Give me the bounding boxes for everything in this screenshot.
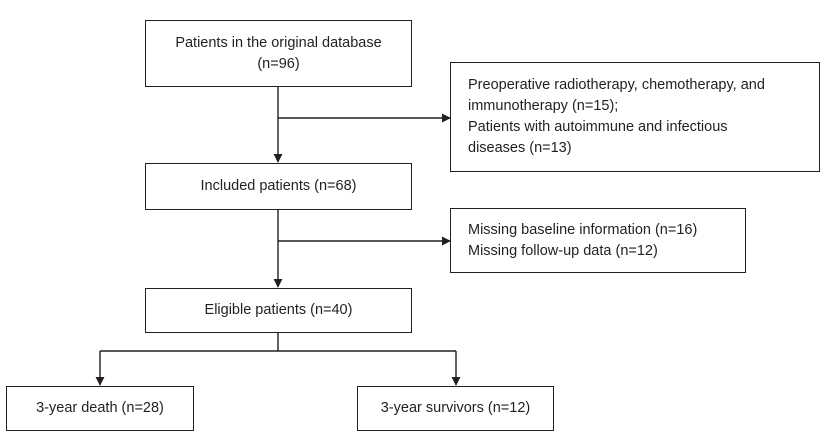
exclusion1-line1: Preoperative radiotherapy, chemotherapy,…: [468, 77, 765, 93]
original-database-count: (n=96): [257, 55, 300, 72]
box-three-year-death: 3-year death (n=28): [6, 386, 194, 431]
exclusion1-line2: immunotherapy (n=15);: [468, 98, 619, 114]
box-exclusion-treatment-disease: Preoperative radiotherapy, chemotherapy,…: [450, 62, 820, 172]
box-eligible-patients: Eligible patients (n=40): [145, 288, 412, 333]
three-year-death-label: 3-year death (n=28): [36, 400, 164, 416]
box-exclusion-missing-data: Missing baseline information (n=16) Miss…: [450, 208, 746, 273]
original-database-label: Patients in the original database: [175, 34, 382, 51]
exclusion2-line2: Missing follow-up data (n=12): [468, 242, 658, 259]
three-year-survivors-label: 3-year survivors (n=12): [380, 400, 531, 416]
box-included-patients: Included patients (n=68): [145, 163, 412, 210]
exclusion1-line3: Patients with autoimmune and infectious: [468, 119, 728, 135]
exclusion2-line1: Missing baseline information (n=16): [468, 221, 698, 238]
exclusion1-line4: diseases (n=13): [468, 140, 572, 156]
included-patients-label: Included patients (n=68): [200, 178, 357, 194]
box-original-database: Patients in the original database (n=96): [145, 20, 412, 87]
box-three-year-survivors: 3-year survivors (n=12): [357, 386, 554, 431]
eligible-patients-label: Eligible patients (n=40): [204, 302, 353, 318]
